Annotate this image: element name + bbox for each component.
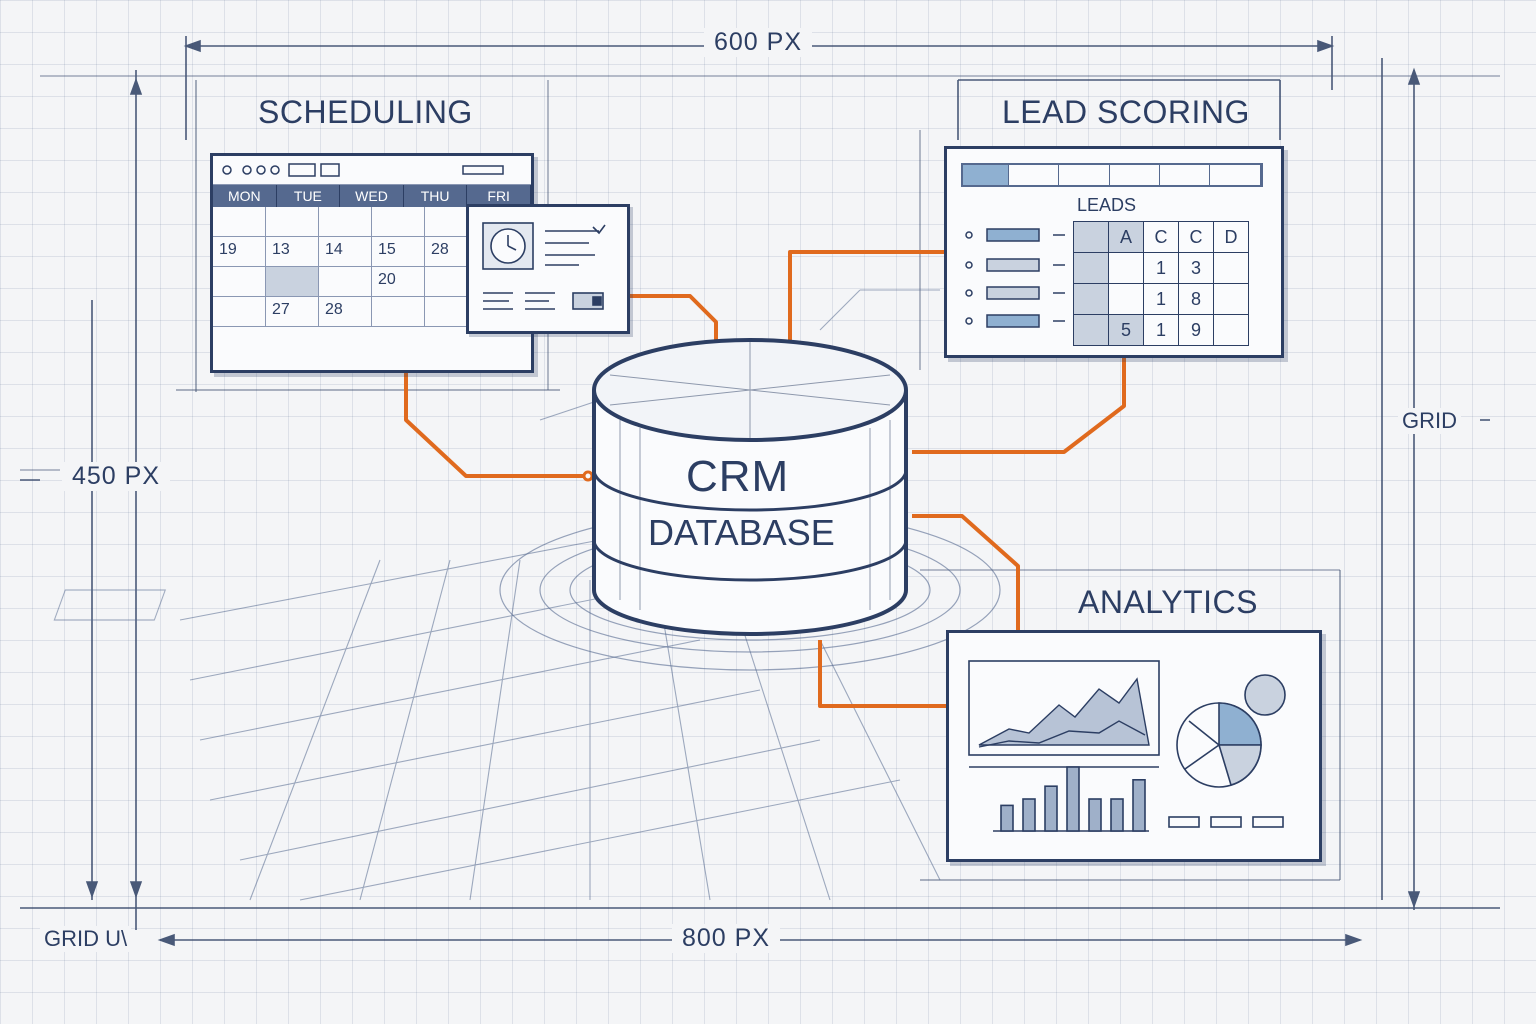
leads-row-bars bbox=[965, 228, 1065, 328]
table-cell bbox=[1213, 252, 1249, 284]
table-cell: 3 bbox=[1178, 252, 1214, 284]
scheduling-title: SCHEDULING bbox=[258, 94, 473, 130]
table-row: A C C D bbox=[1073, 221, 1249, 253]
table-cell: 9 bbox=[1178, 314, 1214, 346]
bottom-dimension-label: 800 PX bbox=[672, 924, 781, 953]
table-cell bbox=[1073, 283, 1109, 315]
calendar-cell bbox=[372, 207, 425, 237]
bar-chart bbox=[1000, 766, 1146, 832]
analytics-title: ANALYTICS bbox=[1078, 584, 1258, 620]
bar bbox=[1066, 766, 1080, 832]
table-cell: 5 bbox=[1108, 314, 1144, 346]
weekday-fri: FRI bbox=[467, 185, 531, 207]
table-cell: 1 bbox=[1143, 283, 1179, 315]
calendar-toolbar bbox=[213, 156, 531, 185]
table-cell bbox=[1073, 314, 1109, 346]
appointment-popup-content bbox=[482, 222, 606, 310]
calendar-cell: 27 bbox=[266, 297, 319, 327]
calendar-cell bbox=[213, 267, 266, 297]
calendar-cell bbox=[213, 297, 266, 327]
table-row: 1 3 bbox=[1073, 252, 1249, 284]
weekday-tue: TUE bbox=[277, 185, 341, 207]
calendar-cell-highlighted bbox=[266, 267, 319, 297]
bar bbox=[1132, 779, 1146, 832]
popup-connector bbox=[604, 294, 718, 340]
calendar-cell: 19 bbox=[213, 237, 266, 267]
bar bbox=[1044, 785, 1058, 832]
table-cell: A bbox=[1108, 221, 1144, 253]
analytics-panel bbox=[946, 630, 1322, 862]
calendar-toolbar-icons bbox=[222, 163, 504, 177]
bar bbox=[1022, 798, 1036, 832]
table-cell: C bbox=[1143, 221, 1179, 253]
bottom-left-grid-label: GRID U\ bbox=[40, 926, 132, 952]
table-cell bbox=[1073, 221, 1109, 253]
weekday-wed: WED bbox=[340, 185, 404, 207]
table-cell bbox=[1213, 283, 1249, 315]
analytics-connector-top bbox=[912, 514, 1020, 630]
bar bbox=[1000, 804, 1014, 832]
calendar-cell: 28 bbox=[319, 297, 372, 327]
left-dimension-label: 450 PX bbox=[62, 462, 171, 491]
appointment-popup bbox=[466, 204, 630, 334]
leads-table-title: LEADS bbox=[1077, 195, 1137, 215]
table-cell: 1 bbox=[1143, 252, 1179, 284]
analytics-connector-bottom bbox=[818, 640, 980, 708]
leads-connector-top bbox=[788, 250, 970, 340]
top-dimension-label: 600 PX bbox=[704, 28, 813, 57]
calendar-cell bbox=[319, 267, 372, 297]
table-cell bbox=[1073, 252, 1109, 284]
calendar-cell: 20 bbox=[372, 267, 425, 297]
table-cell bbox=[1213, 314, 1249, 346]
area-chart-series bbox=[978, 677, 1150, 746]
calendar-cell bbox=[372, 297, 425, 327]
table-cell: 1 bbox=[1143, 314, 1179, 346]
table-cell: C bbox=[1178, 221, 1214, 253]
calendar-cell: 15 bbox=[372, 237, 425, 267]
weekday-thu: THU bbox=[404, 185, 468, 207]
leads-table: A C C D 1 3 1 8 5 1 bbox=[1073, 221, 1249, 346]
scheduling-connector bbox=[404, 370, 588, 478]
database-title: DATABASE bbox=[648, 512, 835, 553]
bar bbox=[1088, 798, 1102, 832]
table-cell bbox=[1108, 252, 1144, 284]
table-cell: D bbox=[1213, 221, 1249, 253]
analytics-charts bbox=[968, 660, 1286, 832]
right-grid-label: GRID bbox=[1398, 408, 1461, 434]
table-cell: 8 bbox=[1178, 283, 1214, 315]
bar bbox=[1110, 798, 1124, 832]
calendar-weekday-header: MON TUE WED THU FRI bbox=[213, 185, 531, 207]
table-row: 1 8 bbox=[1073, 283, 1249, 315]
crm-title: CRM bbox=[686, 452, 790, 501]
calendar-cell bbox=[213, 207, 266, 237]
leads-connector-bottom bbox=[912, 342, 1126, 454]
calendar-cell: 14 bbox=[319, 237, 372, 267]
calendar-cell bbox=[319, 207, 372, 237]
scheduling-calendar: MON TUE WED THU FRI 19 13 14 15 28 20 27… bbox=[210, 153, 534, 373]
calendar-cell: 13 bbox=[266, 237, 319, 267]
lead-scoring-title: LEAD SCORING bbox=[1002, 94, 1250, 130]
leads-header-bar bbox=[961, 163, 1263, 187]
table-row: 5 1 9 bbox=[1073, 314, 1249, 346]
calendar-cell bbox=[266, 207, 319, 237]
lead-scoring-panel: LEADS A C C D bbox=[944, 146, 1284, 358]
weekday-mon: MON bbox=[213, 185, 277, 207]
table-cell bbox=[1108, 283, 1144, 315]
